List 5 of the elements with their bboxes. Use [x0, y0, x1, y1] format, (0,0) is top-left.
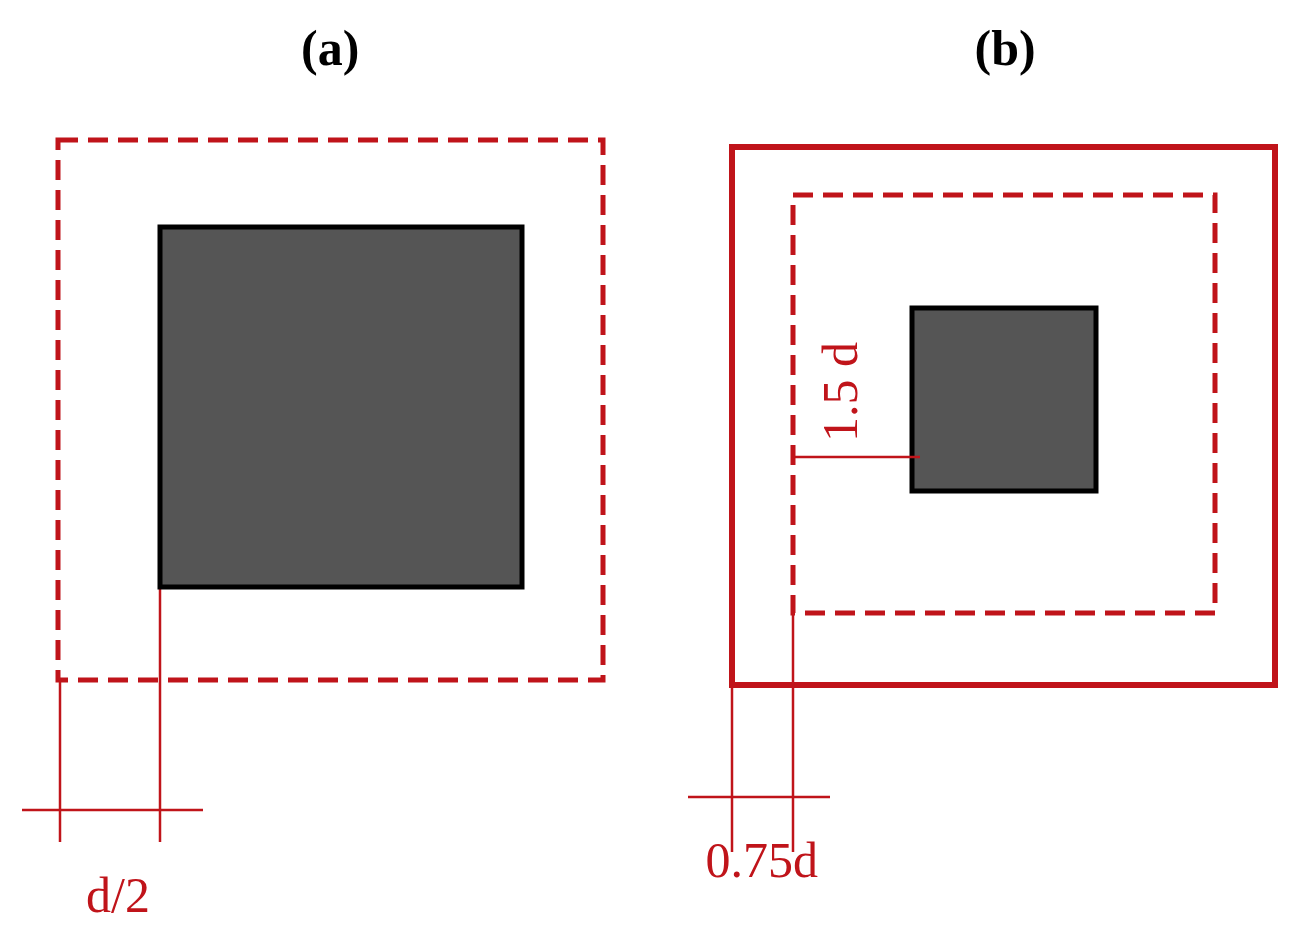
column-section	[157, 224, 525, 590]
dimension-label: 0.75d	[705, 835, 818, 885]
dimension-label: d/2	[86, 870, 150, 920]
dimension-label: 1.5 d	[815, 342, 865, 442]
column-section	[909, 305, 1099, 494]
